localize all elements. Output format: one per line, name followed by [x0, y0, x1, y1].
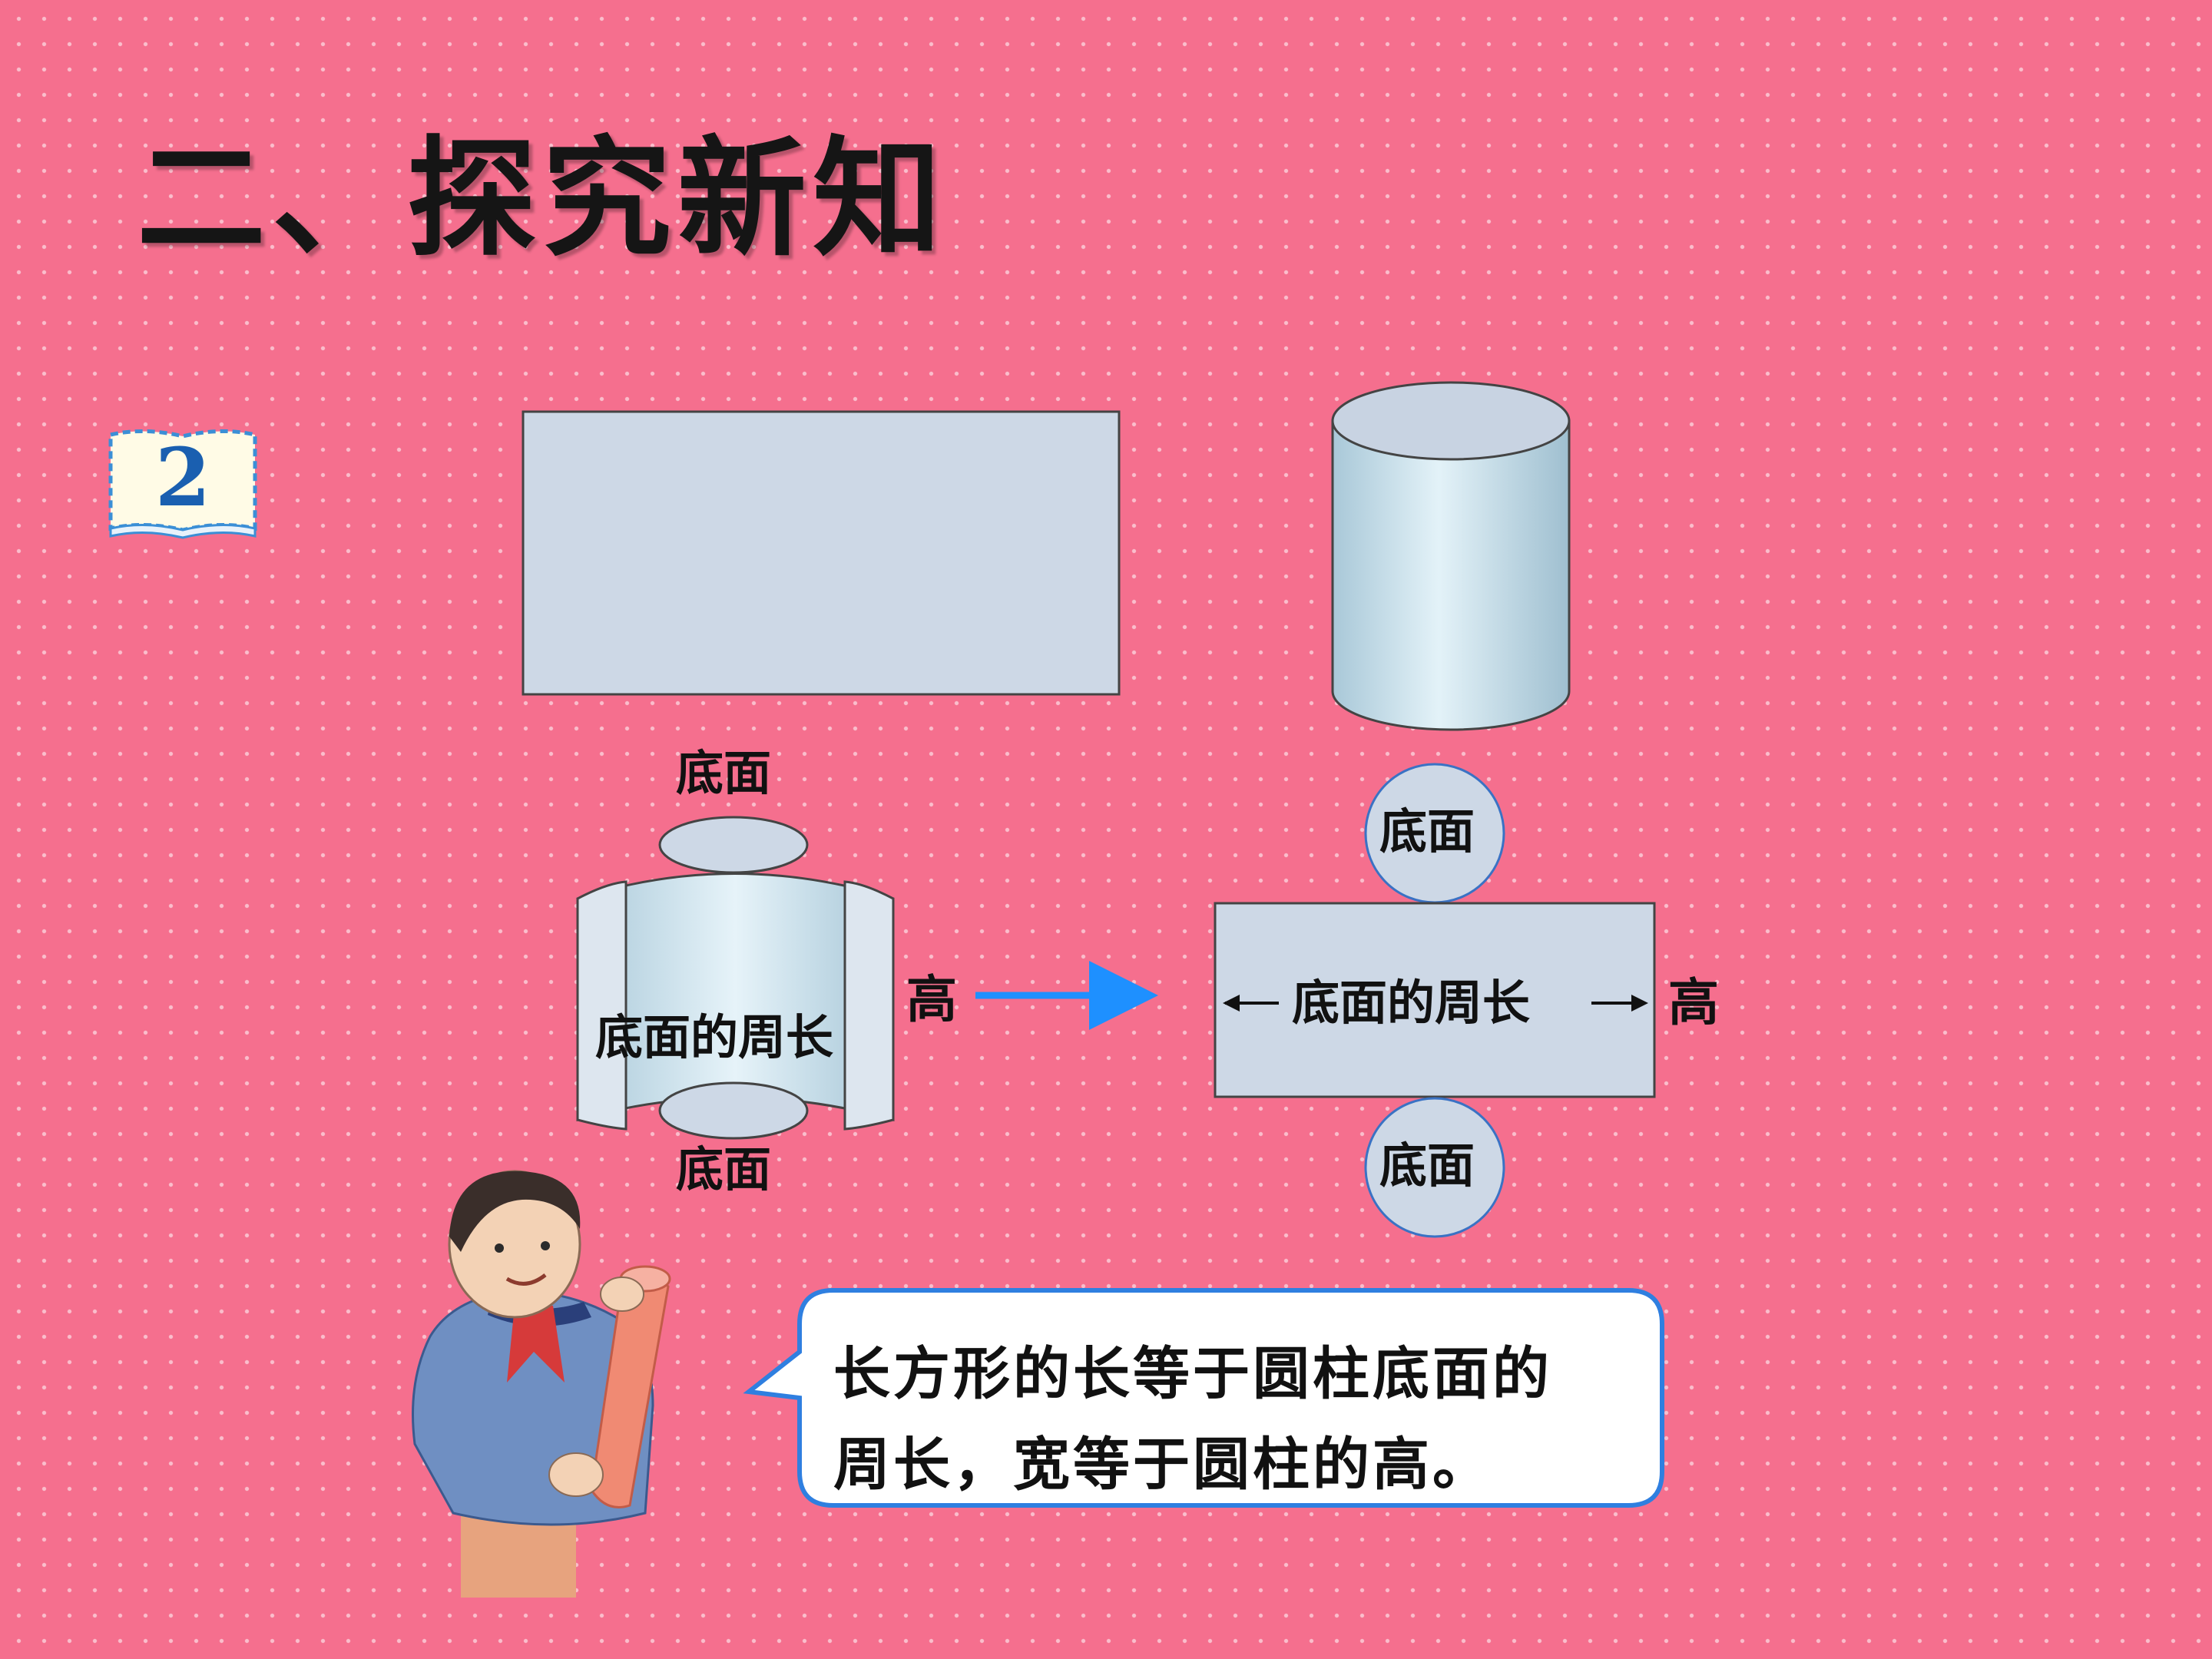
speech-bubble-shape: [743, 1288, 1664, 1508]
example-number: 2: [154, 430, 211, 525]
left-bottom-base-ellipse: [658, 1081, 809, 1140]
slide-title: 二、探究新知: [137, 124, 948, 274]
cylinder-net: [1214, 763, 1656, 1238]
top-rectangle: [522, 410, 1121, 696]
left-height-label: 高: [906, 969, 957, 1029]
speech-bubble-text: 长方形的长等于圆柱底面的 周长，宽等于圆柱的高。: [833, 1329, 1632, 1510]
left-top-base-ellipse: [658, 816, 809, 874]
right-bottom-base-circle: [1364, 1097, 1505, 1238]
right-top-base-label: 底面: [1379, 803, 1475, 859]
speech-line-1: 长方形的长等于圆柱底面的: [833, 1341, 1552, 1407]
right-bottom-base-label: 底面: [1379, 1137, 1475, 1194]
left-bottom-base-label: 底面: [676, 1141, 772, 1197]
right-height-label: 高: [1668, 972, 1719, 1032]
left-circumference-label: 底面的周长: [595, 1009, 834, 1065]
top-cylinder: [1331, 381, 1571, 731]
boy-illustration: [412, 1170, 671, 1598]
left-top-base-label: 底面: [676, 745, 772, 801]
net-rectangle: [1214, 902, 1656, 1098]
unrolling-cylinder: [576, 816, 895, 1140]
example-number-badge: 2: [106, 424, 260, 547]
book-icon: [108, 429, 257, 539]
right-circumference-label: 底面的周长: [1292, 975, 1531, 1031]
speech-line-2: 周长，宽等于圆柱的高。: [833, 1432, 1492, 1498]
